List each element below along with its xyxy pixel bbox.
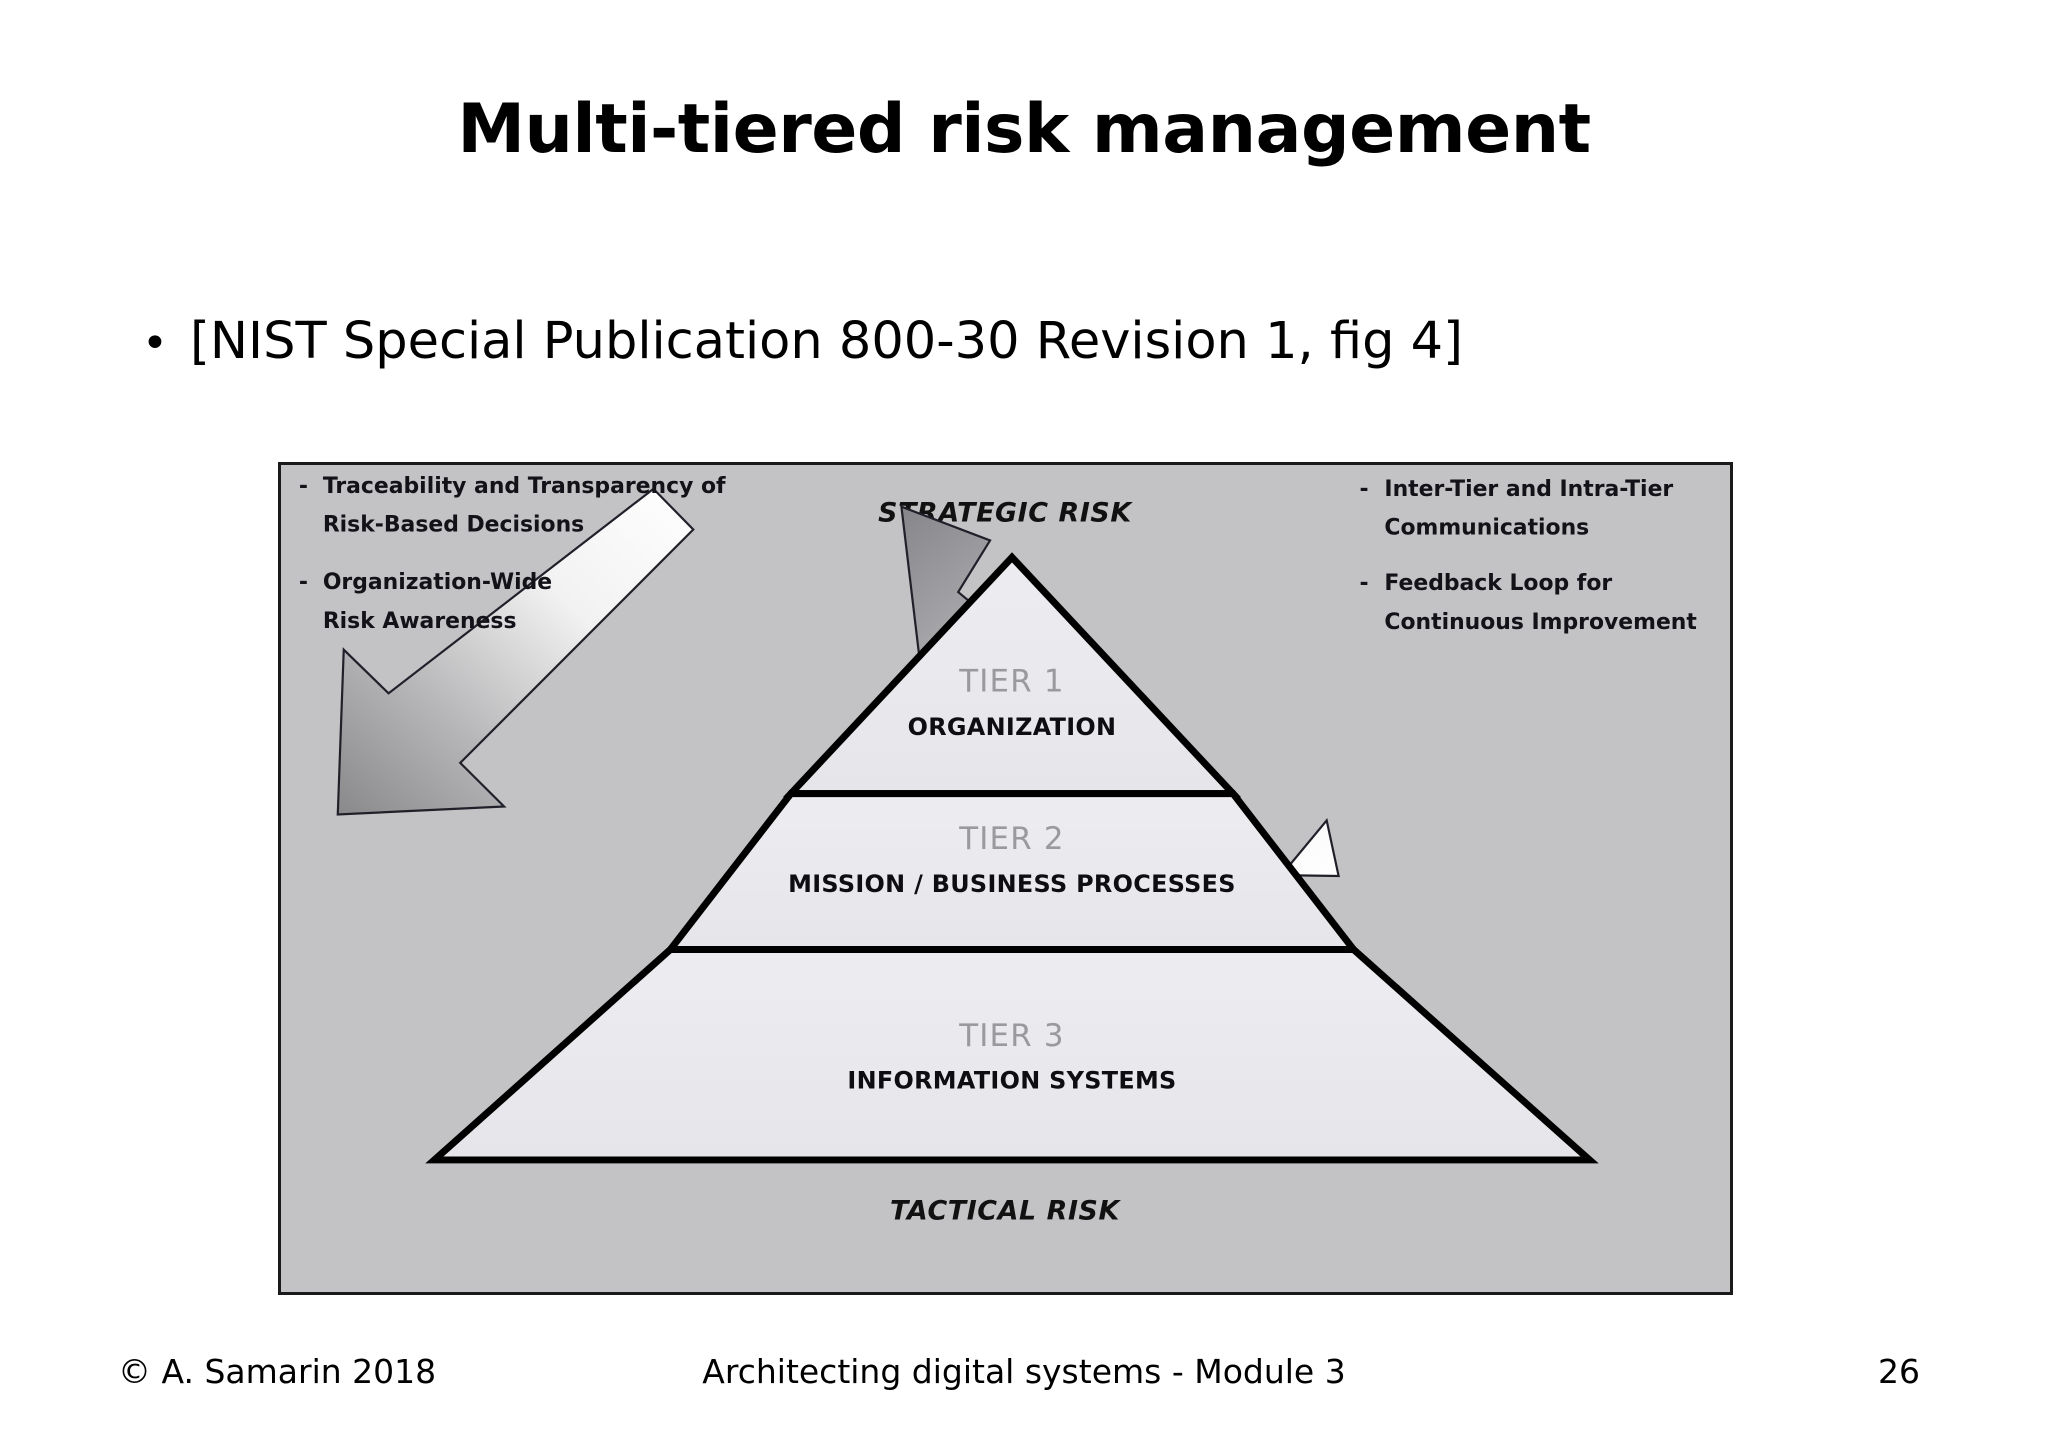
bullet-marker-icon: •	[142, 318, 168, 369]
right-note-0-dash: -	[1360, 477, 1369, 502]
tactical-risk-label: TACTICAL RISK	[890, 1196, 1121, 1227]
footer-course-title: Architecting digital systems - Module 3	[702, 1352, 1346, 1391]
bullet-item-label: [NIST Special Publication 800-30 Revisio…	[190, 312, 1464, 371]
pyramid-tier-3	[425, 946, 1599, 1164]
tier-2-number: TIER 2	[958, 821, 1065, 857]
left-note-0-line2: Risk-Based Decisions	[323, 513, 584, 538]
footer-copyright: © A. Samarin 2018	[118, 1352, 437, 1391]
left-note-0-dash: -	[299, 474, 308, 499]
tier-3-number: TIER 3	[958, 1018, 1065, 1054]
tier-3-labels: TIER 3 INFORMATION SYSTEMS	[847, 1018, 1176, 1095]
figure-panel: STRATEGIC RISK	[278, 462, 1733, 1295]
right-note-1-line2: Continuous Improvement	[1384, 610, 1696, 635]
left-notes: - Traceability and Transparency of Risk-…	[299, 474, 726, 634]
slide-footer: © A. Samarin 2018 Architecting digital s…	[0, 1352, 2048, 1398]
tier-1-labels: TIER 1 ORGANIZATION	[908, 663, 1117, 741]
left-note-1-line2: Risk Awareness	[323, 609, 517, 634]
tier-1-number: TIER 1	[958, 663, 1065, 699]
left-note-1-dash: -	[299, 570, 308, 595]
bullet-item: • [NIST Special Publication 800-30 Revis…	[120, 312, 1463, 371]
right-notes: - Inter-Tier and Intra-Tier Communicatio…	[1360, 477, 1697, 635]
tier-3-name: INFORMATION SYSTEMS	[847, 1067, 1176, 1095]
downward-flow-arrow	[336, 487, 695, 816]
multi-tier-pyramid-diagram: STRATEGIC RISK	[299, 474, 1697, 1227]
tier-1-name: ORGANIZATION	[908, 713, 1117, 741]
pyramid	[425, 552, 1599, 1164]
right-note-1-line1: Feedback Loop for	[1384, 571, 1612, 596]
left-note-0-line1: Traceability and Transparency of	[323, 474, 726, 499]
right-note-0-line2: Communications	[1384, 516, 1589, 541]
right-note-1-dash: -	[1360, 571, 1369, 596]
tier-2-labels: TIER 2 MISSION / BUSINESS PROCESSES	[788, 821, 1236, 898]
left-note-1-line1: Organization-Wide	[323, 570, 552, 595]
right-note-0-line1: Inter-Tier and Intra-Tier	[1384, 477, 1673, 502]
page-title: Multi-tiered risk management	[457, 90, 1591, 169]
footer-page-number: 26	[1878, 1352, 1920, 1391]
tier-2-name: MISSION / BUSINESS PROCESSES	[788, 870, 1236, 898]
